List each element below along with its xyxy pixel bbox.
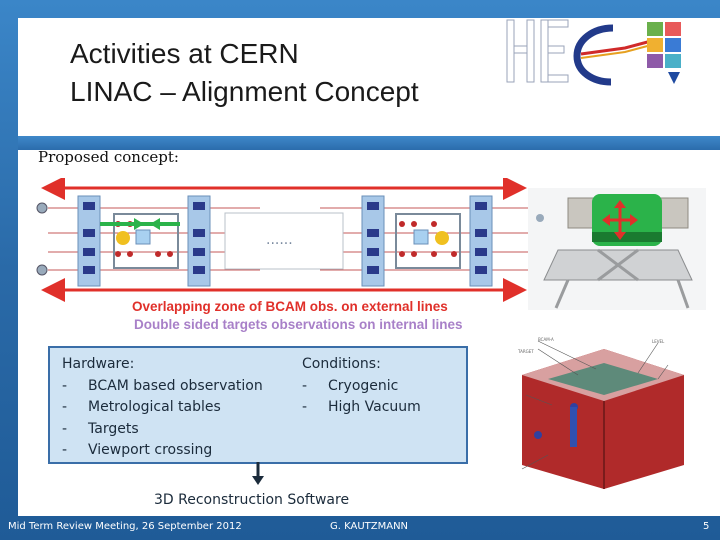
list-item: -High Vacuum <box>302 399 421 415</box>
slide-title-line-2: LINAC – Alignment Concept <box>70 76 419 107</box>
bcam-table-group-1 <box>77 195 211 287</box>
caption-overlap-zone: Overlapping zone of BCAM obs. on externa… <box>132 299 448 314</box>
diagram-ellipsis: ...... <box>266 232 293 248</box>
list-item: -Cryogenic <box>302 377 399 394</box>
svg-text:TARGET: TARGET <box>517 349 534 354</box>
software-label: 3D Reconstruction Software <box>154 492 350 508</box>
conditions-heading: Conditions: <box>302 356 381 372</box>
conditions-list: Conditions: -Cryogenic -High Vacuum <box>302 354 421 419</box>
section-heading: Proposed concept: <box>38 148 179 166</box>
svg-text:LEVEL: LEVEL <box>652 339 665 344</box>
caption-double-sided: Double sided targets observations on int… <box>134 317 463 332</box>
page-number: 5 <box>703 521 710 532</box>
info-box: Hardware: -BCAM based observation -Metro… <box>48 346 468 464</box>
footer-author: G. KAUTZMANN <box>330 521 409 532</box>
hardware-heading: Hardware: <box>62 356 135 372</box>
logo-he-letters <box>506 19 569 83</box>
alignment-diagram: ...... <box>36 178 530 302</box>
footer-meeting: Mid Term Review Meeting, 26 September 20… <box>8 521 242 532</box>
down-arrow-icon <box>252 462 264 485</box>
bcam-table-group-2 <box>361 195 493 287</box>
list-item: -Metrological tables <box>62 399 221 415</box>
heg-logo <box>506 19 681 86</box>
list-item: -Targets <box>62 420 139 437</box>
list-item: -BCAM based observation <box>62 377 263 394</box>
hardware-list: Hardware: -BCAM based observation -Metro… <box>62 354 263 462</box>
cad-model-image: BCAM-A TARGET LEVEL <box>508 335 696 490</box>
svg-text:BCAM-A: BCAM-A <box>538 337 554 342</box>
hardware-photo <box>528 188 706 310</box>
slide-title-line-1: Activities at CERN <box>70 38 299 69</box>
target-left-bottom <box>36 264 48 276</box>
list-item: -Viewport crossing <box>62 442 213 458</box>
title-divider-band <box>18 136 720 150</box>
target-left-top <box>36 202 48 214</box>
